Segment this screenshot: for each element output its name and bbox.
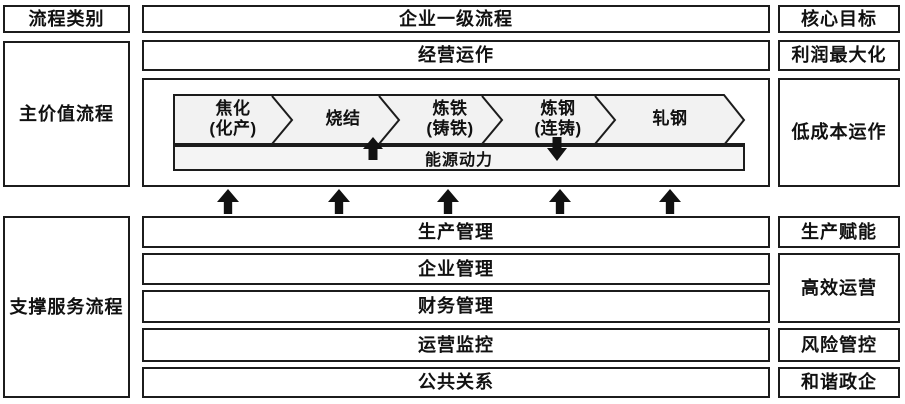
chevron-label-coking: 焦化 (化产) <box>181 94 285 144</box>
chevron-label-line2: (化产) <box>209 119 257 138</box>
chevron-separator-icon <box>378 95 401 145</box>
support-up-arrow-icon <box>659 189 681 214</box>
row-business-operation: 经营运作 <box>142 40 770 71</box>
goal-production-empowerment: 生产赋能 <box>778 216 900 248</box>
goal-harmonious-government-enterprise: 和谐政企 <box>778 367 900 398</box>
main-value-flow-container: 焦化 (化产) 烧结 炼铁 (铸铁) 炼钢 (连铸) 轧钢 能源动力 <box>142 78 770 187</box>
support-up-arrow-icon <box>217 189 239 214</box>
support-row-enterprise-management: 企业管理 <box>142 253 770 285</box>
energy-up-arrow-icon <box>363 137 383 160</box>
goal-profit-maximization: 利润最大化 <box>778 40 900 71</box>
chevron-band <box>173 94 746 146</box>
category-support-service-process: 支撑服务流程 <box>3 216 130 398</box>
support-up-arrow-icon <box>328 189 350 214</box>
support-row-finance-management: 财务管理 <box>142 290 770 323</box>
chevron-separator-icon <box>271 95 294 145</box>
support-up-arrow-icon <box>437 189 459 214</box>
energy-power-bar-label: 能源动力 <box>424 151 493 169</box>
chevron-label-line2: (连铸) <box>534 119 582 138</box>
chevron-label-rolling: 轧钢 <box>618 94 722 144</box>
support-row-operation-monitoring: 运营监控 <box>142 328 770 362</box>
chevron-label-steelmaking: 炼钢 (连铸) <box>506 94 610 144</box>
energy-down-arrow-icon <box>547 137 567 161</box>
goal-low-cost-operation: 低成本运作 <box>778 78 900 187</box>
category-main-value-process: 主价值流程 <box>3 41 130 187</box>
chevron-label-line1: 炼钢 <box>540 99 576 118</box>
chevron-label-sintering: 烧结 <box>291 94 395 144</box>
chevron-flow-graphic <box>173 94 746 171</box>
chevron-separator-icon <box>594 95 617 145</box>
header-enterprise-level1-process: 企业一级流程 <box>142 5 770 33</box>
chevron-label-line1: 焦化 <box>215 99 251 118</box>
goal-risk-control: 风险管控 <box>778 328 900 362</box>
header-process-category: 流程类别 <box>3 5 130 33</box>
header-core-goals: 核心目标 <box>778 5 900 33</box>
chevron-label-line2: (铸铁) <box>426 119 474 138</box>
chevron-label-ironmaking: 炼铁 (铸铁) <box>398 94 502 144</box>
goal-efficient-operation: 高效运营 <box>778 253 900 323</box>
support-row-public-relations: 公共关系 <box>142 367 770 398</box>
chevron-label-line1: 轧钢 <box>652 109 688 128</box>
chevron-separator-icon <box>481 95 504 145</box>
chevron-label-line1: 炼铁 <box>432 99 468 118</box>
energy-power-bar <box>173 144 745 171</box>
support-row-production-management: 生产管理 <box>142 216 770 248</box>
chevron-label-line1: 烧结 <box>325 109 361 128</box>
support-up-arrow-icon <box>549 189 571 214</box>
